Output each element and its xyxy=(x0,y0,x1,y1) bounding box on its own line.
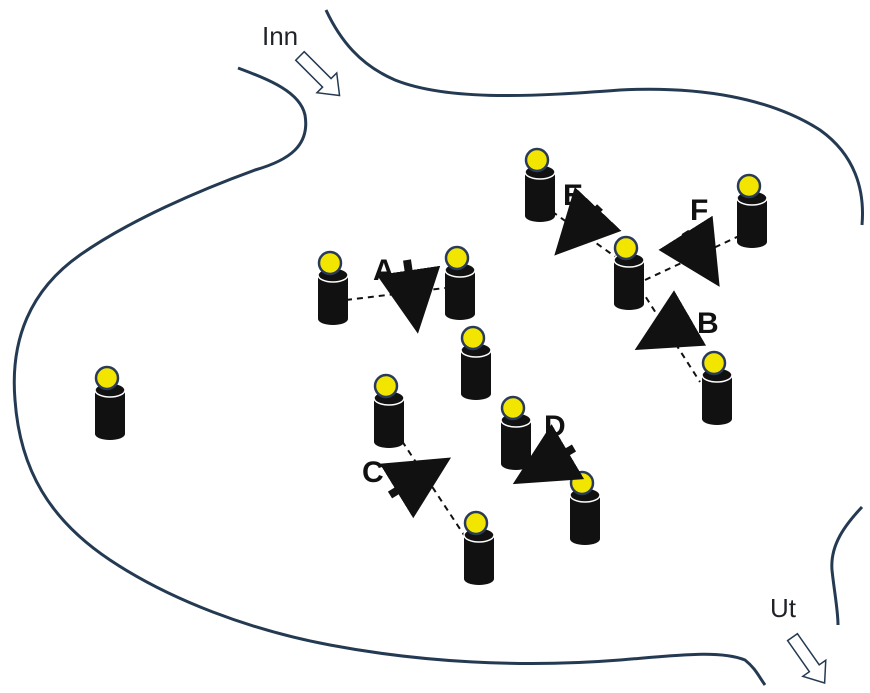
inlet-arrow xyxy=(294,50,341,97)
post-light xyxy=(524,147,550,173)
inlet-label: Inn xyxy=(262,21,298,51)
link-a xyxy=(345,287,446,301)
arrow-f xyxy=(658,215,720,287)
shoreline-lower-right xyxy=(830,505,864,626)
arrow-d xyxy=(512,424,585,485)
arrow-a xyxy=(376,259,441,334)
post-light xyxy=(94,365,120,391)
post xyxy=(444,245,476,320)
arrow-label-f: F xyxy=(690,194,708,227)
post-light xyxy=(500,395,526,421)
post-light xyxy=(317,250,343,276)
flow-arrows xyxy=(376,187,720,519)
posts xyxy=(94,147,768,585)
post xyxy=(500,395,532,470)
post-light xyxy=(460,325,486,351)
shoreline-upper xyxy=(324,9,864,226)
post xyxy=(460,325,492,400)
arrow-label-d: D xyxy=(544,410,566,443)
post xyxy=(613,235,645,310)
arrow-b xyxy=(634,290,707,351)
link-c xyxy=(395,431,465,536)
post xyxy=(317,250,349,325)
arrow-label-a: A xyxy=(373,254,395,287)
outlet-label: Ut xyxy=(770,593,797,623)
post-light xyxy=(736,173,762,199)
arrow-label-c: C xyxy=(362,456,384,489)
post xyxy=(94,365,126,440)
post xyxy=(569,470,601,545)
link-b xyxy=(639,287,701,383)
post xyxy=(373,373,405,448)
post-light xyxy=(613,235,639,261)
arrow-label-e: E xyxy=(563,179,583,212)
outlet-arrow xyxy=(786,632,827,685)
post xyxy=(463,510,495,585)
arrow-c xyxy=(379,457,452,519)
shoreline xyxy=(12,66,767,686)
post xyxy=(701,350,733,425)
post xyxy=(736,173,768,248)
post-light xyxy=(373,373,399,399)
arrow-label-b: B xyxy=(697,307,719,340)
post-light xyxy=(463,510,489,536)
post-light xyxy=(444,245,470,271)
post-light xyxy=(569,470,595,496)
post xyxy=(524,147,556,222)
arrow-e xyxy=(554,187,622,256)
post-light xyxy=(701,350,727,376)
